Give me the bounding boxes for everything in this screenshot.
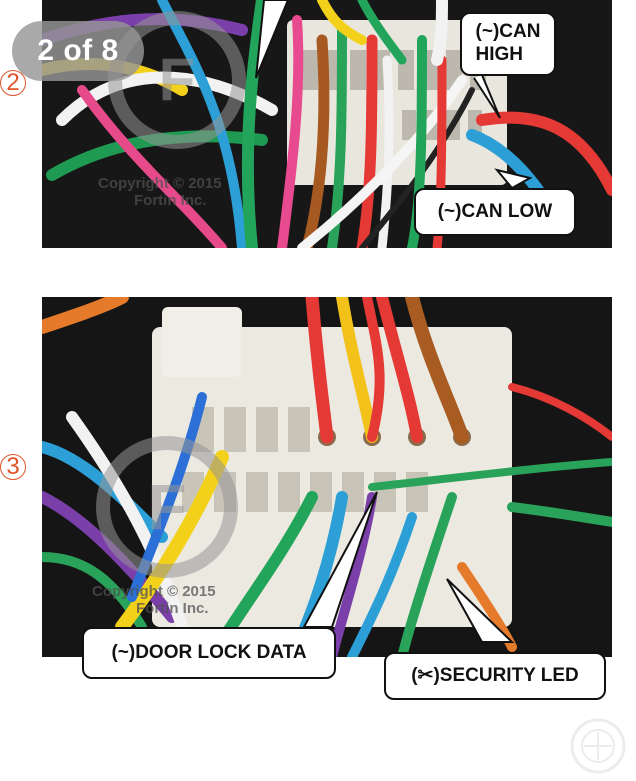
wiring-photo-door-lock-illustration: F	[42, 297, 612, 657]
copyright-watermark-line2: Fortin Inc.	[134, 191, 207, 209]
callout-can-low: (~)CAN LOW	[414, 188, 576, 236]
copyright-watermark-step-3: Copyright © 2015 Fortin Inc.	[92, 583, 216, 617]
copyright-watermark-line1: Copyright © 2015	[98, 175, 222, 192]
copyright-watermark-line1: Copyright © 2015	[92, 583, 216, 600]
svg-text:F: F	[159, 46, 196, 113]
wiring-photo-door-lock-connector: F	[42, 297, 612, 657]
site-stamp-logo	[570, 718, 626, 774]
step-number-3: 3	[0, 453, 26, 480]
svg-text:F: F	[147, 471, 186, 543]
callout-can-high-line2: HIGH	[475, 44, 524, 65]
callout-door-lock-data: (~)DOOR LOCK DATA	[82, 627, 336, 679]
copyright-watermark-step-2: Copyright © 2015 Fortin Inc.	[98, 175, 222, 209]
callout-can-high: (~)CAN HIGH	[460, 12, 556, 76]
callout-security-led: (✂)SECURITY LED	[384, 652, 606, 700]
callout-can-high-line1: (~)CAN	[475, 21, 541, 43]
image-counter-badge: 2 of 8	[12, 21, 144, 81]
copyright-watermark-line2: Fortin Inc.	[136, 599, 209, 617]
step-number-2: 2	[0, 69, 26, 96]
